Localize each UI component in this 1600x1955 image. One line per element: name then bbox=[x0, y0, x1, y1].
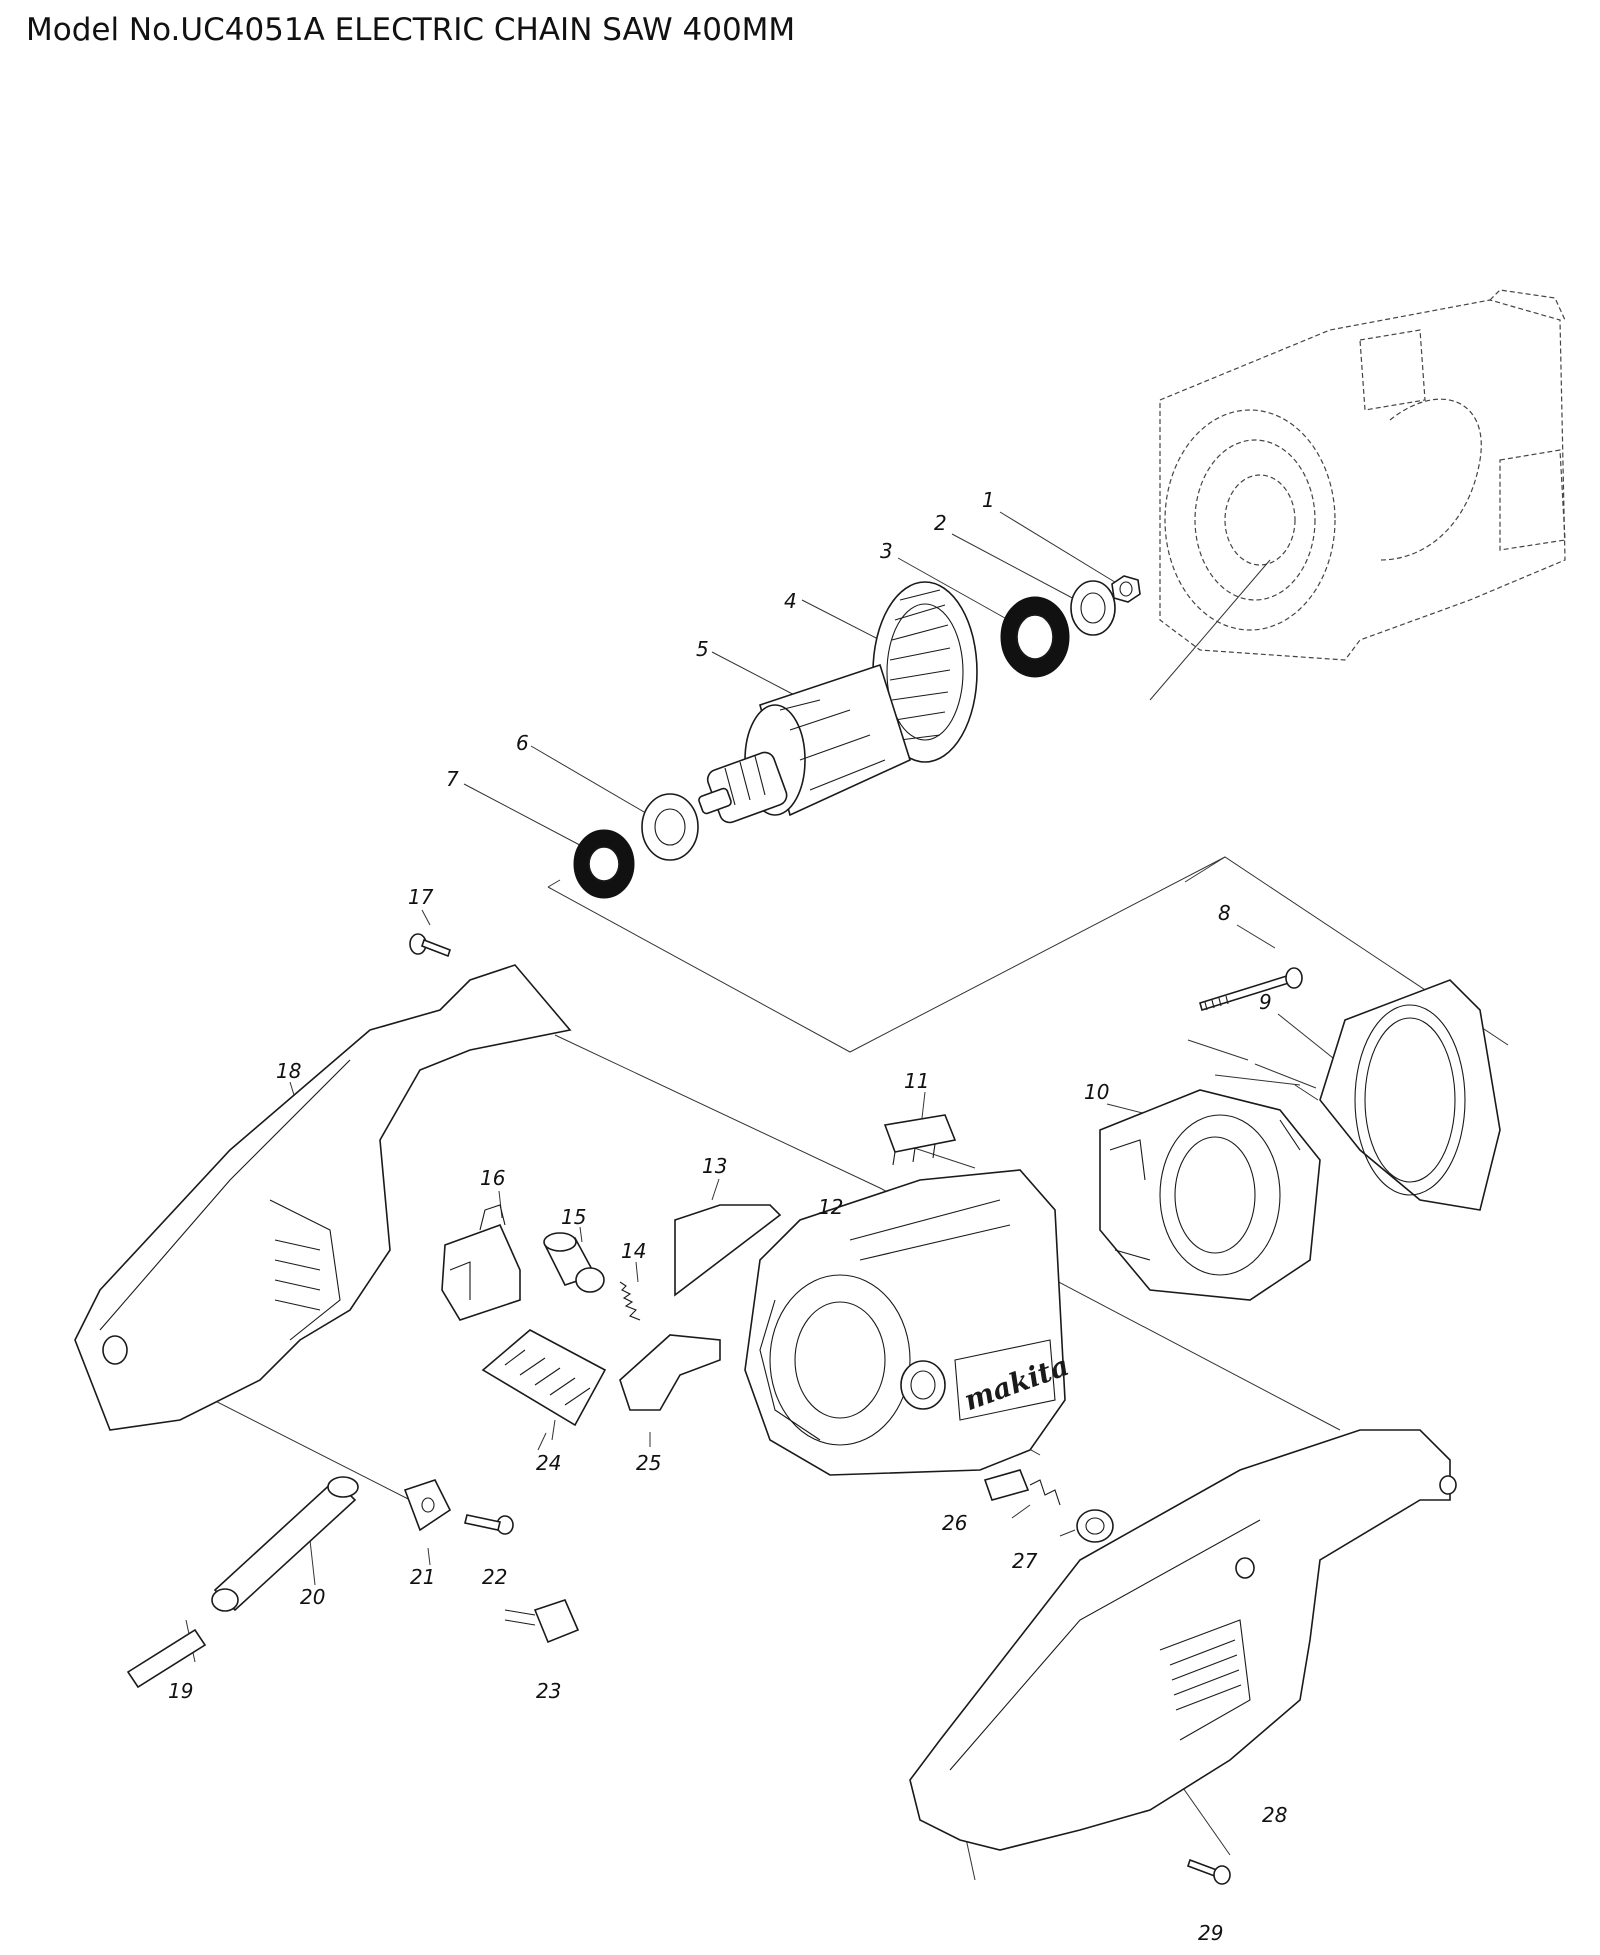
part-14-spring bbox=[619, 1281, 641, 1321]
callout-2: 2 bbox=[934, 511, 947, 535]
callout-11: 11 bbox=[904, 1069, 929, 1093]
part-18-handle-left bbox=[74, 964, 572, 1431]
part-3-ball-bearing bbox=[1000, 596, 1070, 678]
gear-housing-ghost bbox=[1159, 289, 1566, 661]
part-16-switch-box bbox=[441, 1204, 521, 1321]
callout-numbers: 1 2 3 4 5 6 7 8 9 10 11 12 13 14 15 16 1… bbox=[168, 488, 1287, 1945]
callout-24: 24 bbox=[536, 1451, 561, 1475]
callout-21: 21 bbox=[410, 1565, 435, 1589]
callout-18: 18 bbox=[276, 1059, 301, 1083]
part-8-screw bbox=[1199, 967, 1303, 1012]
callout-25: 25 bbox=[636, 1451, 661, 1475]
part-1-nut bbox=[1111, 575, 1141, 603]
callout-12: 12 bbox=[818, 1195, 843, 1219]
part-2-retainer bbox=[1070, 580, 1116, 636]
callout-9: 9 bbox=[1259, 990, 1272, 1014]
part-28-handle-right bbox=[909, 1429, 1457, 1851]
callout-28: 28 bbox=[1262, 1803, 1287, 1827]
callout-27: 27 bbox=[1012, 1549, 1038, 1573]
callout-15: 15 bbox=[561, 1205, 586, 1229]
part-15-roller bbox=[543, 1232, 605, 1293]
callout-29: 29 bbox=[1198, 1921, 1223, 1945]
callout-14: 14 bbox=[621, 1239, 646, 1263]
part-21-strain-relief bbox=[403, 1479, 452, 1532]
callout-7: 7 bbox=[446, 767, 459, 791]
page-title: Model No.UC4051A ELECTRIC CHAIN SAW 400M… bbox=[26, 12, 796, 48]
part-25-trigger bbox=[619, 1334, 721, 1411]
part-10-field bbox=[1099, 1089, 1321, 1301]
callout-4: 4 bbox=[784, 589, 797, 613]
part-20-cord-guard bbox=[211, 1476, 359, 1612]
part-9-baffle-plate bbox=[1319, 979, 1501, 1211]
part-23-terminal bbox=[504, 1599, 580, 1644]
part-24-filter bbox=[481, 1329, 607, 1427]
callout-16: 16 bbox=[480, 1166, 505, 1190]
callout-10: 10 bbox=[1084, 1080, 1109, 1104]
part-6-retainer bbox=[641, 793, 699, 861]
callout-22: 22 bbox=[482, 1565, 507, 1589]
part-11-switch bbox=[883, 1114, 957, 1166]
callout-1: 1 bbox=[982, 488, 995, 512]
part-27-brush-cap bbox=[1076, 1509, 1114, 1543]
callout-8: 8 bbox=[1218, 901, 1231, 925]
callout-3: 3 bbox=[880, 539, 893, 563]
part-7-ball-bearing bbox=[573, 829, 635, 899]
callout-19: 19 bbox=[168, 1679, 193, 1703]
callout-23: 23 bbox=[536, 1679, 561, 1703]
callout-26: 26 bbox=[942, 1511, 967, 1535]
callout-17: 17 bbox=[408, 885, 434, 909]
callout-6: 6 bbox=[516, 731, 529, 755]
part-29-screw bbox=[1186, 1858, 1231, 1885]
part-5-armature bbox=[698, 663, 911, 824]
callout-5: 5 bbox=[696, 637, 709, 661]
callout-13: 13 bbox=[702, 1154, 727, 1178]
part-19-tube bbox=[126, 1628, 207, 1689]
part-22-screw bbox=[464, 1514, 514, 1535]
callout-20: 20 bbox=[300, 1585, 325, 1609]
part-17-screw bbox=[409, 933, 452, 958]
part-13-cover-plate bbox=[674, 1204, 782, 1297]
part-12-motor-housing: makita bbox=[744, 1169, 1073, 1476]
part-26-carbon-brush bbox=[983, 1469, 1061, 1506]
